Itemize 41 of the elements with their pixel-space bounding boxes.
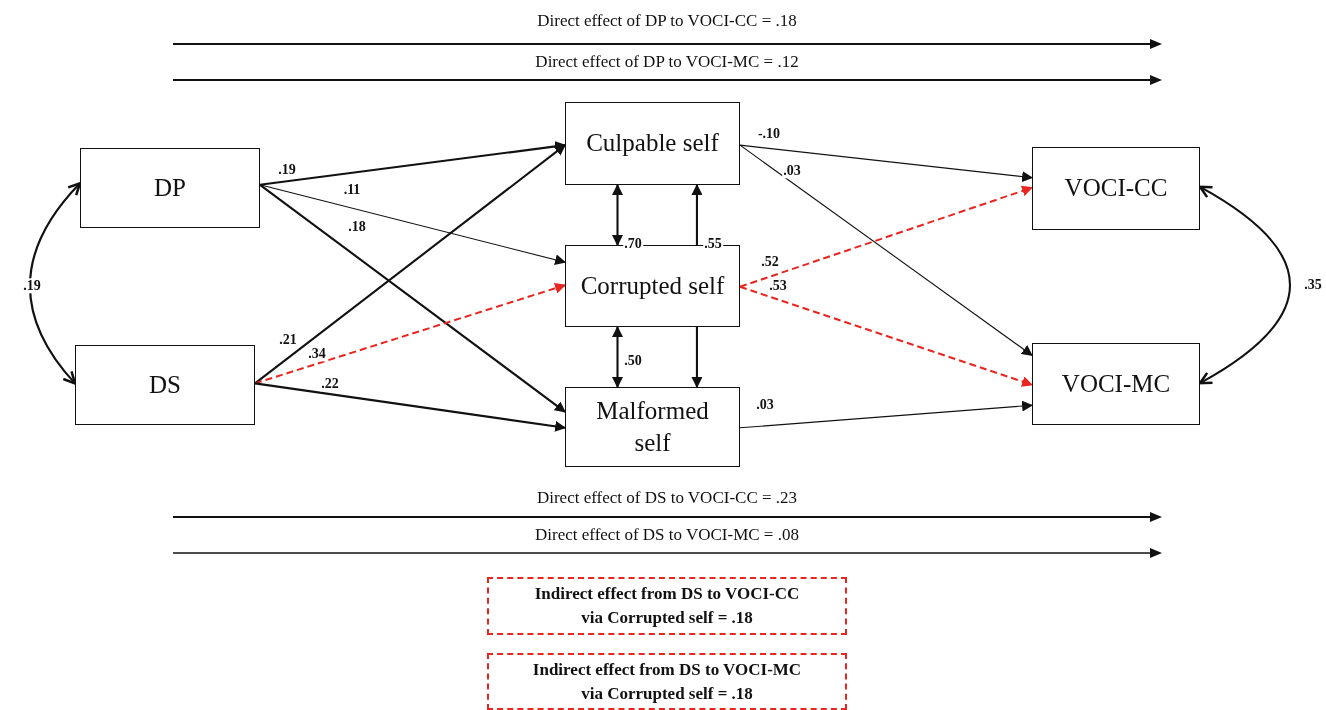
arrow — [739, 285, 1034, 387]
variable-box — [80, 148, 260, 228]
arrow — [739, 400, 1034, 429]
variable-label: DP — [154, 172, 186, 203]
variable-label: VOCI-CC — [1064, 173, 1168, 204]
effect-caption: Direct effect of DP to VOCI-CC = .18 — [537, 11, 797, 31]
effect-caption: Direct effect of DS to VOCI-MC = .08 — [535, 525, 799, 545]
arrow — [739, 144, 1034, 183]
arrow — [1198, 185, 1291, 385]
arrow — [612, 183, 623, 247]
edge-label: .22 — [320, 376, 340, 392]
arrow — [254, 282, 567, 385]
arrow — [254, 382, 567, 432]
edge-label: .19 — [22, 278, 42, 294]
edge-label: .34 — [307, 346, 327, 362]
variable-box — [1032, 343, 1200, 425]
arrow — [691, 327, 703, 389]
note-box — [487, 577, 847, 635]
arrow — [259, 141, 567, 186]
variable-label: Malformed self — [595, 395, 710, 458]
arrow — [259, 183, 566, 413]
arrow — [254, 144, 566, 385]
variable-box — [1032, 147, 1200, 230]
arrow — [612, 325, 623, 389]
arrow — [29, 181, 82, 385]
variable-box — [565, 102, 740, 185]
edge-label: .03 — [782, 163, 802, 179]
variable-label: DS — [149, 369, 181, 400]
effect-caption: Direct effect of DS to VOCI-CC = .23 — [536, 488, 798, 508]
arrow — [739, 185, 1034, 288]
variable-box — [75, 345, 255, 425]
note-text: Indirect effect from DS to VOCI-CC via Corrupted self = .18 — [533, 583, 801, 629]
variable-label: VOCI-MC — [1061, 368, 1171, 399]
arrow — [691, 183, 703, 245]
variable-label: Culpable self — [586, 128, 719, 159]
variable-box — [565, 387, 740, 467]
variable-label: Corrupted self — [580, 270, 725, 301]
note-text: Indirect effect from DS to VOCI-MC via Corrupted self = .18 — [531, 658, 803, 705]
arrow — [739, 144, 1033, 356]
effect-caption: Direct effect of DP to VOCI-MC = .12 — [535, 52, 799, 72]
note-box — [487, 653, 847, 710]
